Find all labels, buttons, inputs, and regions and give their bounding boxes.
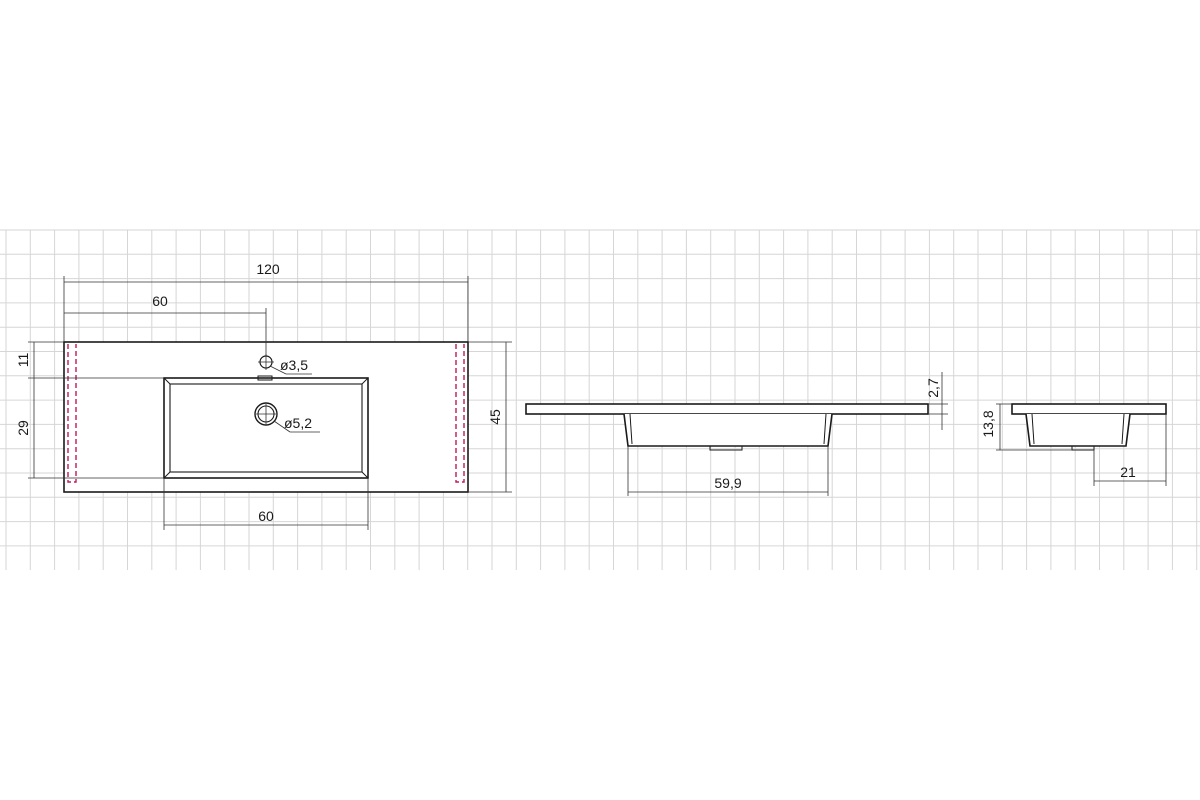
dim-top-offset: 11 — [15, 353, 31, 368]
side-view-bowl — [1025, 413, 1131, 447]
top-view-basin-inner — [169, 383, 363, 473]
dim-front-basin-width: 59,9 — [714, 475, 741, 491]
dim-bowl-height: 13,8 — [980, 410, 996, 437]
front-view-slab — [525, 403, 929, 415]
dim-basin-depth: 29 — [15, 420, 31, 436]
right-mounting-mark — [455, 344, 465, 483]
drain-hole-label: ø5,2 — [284, 415, 312, 431]
dim-tap-position: 60 — [152, 293, 168, 309]
drain-hole-icon — [254, 402, 278, 426]
side-view-slab — [1011, 403, 1167, 415]
top-view-basin-outer — [163, 377, 369, 479]
front-view-bowl — [623, 413, 833, 447]
top-view: ø3,5 ø5,2 120 60 11 29 45 — [15, 261, 512, 530]
overflow-slot — [257, 375, 273, 381]
left-mounting-mark — [67, 344, 77, 483]
dim-total-width: 120 — [256, 261, 280, 277]
side-view: 13,8 21 — [980, 403, 1167, 486]
front-view: 59,9 2,7 — [525, 372, 948, 496]
dim-total-depth: 45 — [487, 409, 503, 425]
tap-hole-label: ø3,5 — [280, 357, 308, 373]
dim-slab-thickness: 2,7 — [925, 378, 941, 398]
dim-basin-width: 60 — [258, 508, 274, 524]
dim-bowl-offset: 21 — [1120, 464, 1136, 480]
